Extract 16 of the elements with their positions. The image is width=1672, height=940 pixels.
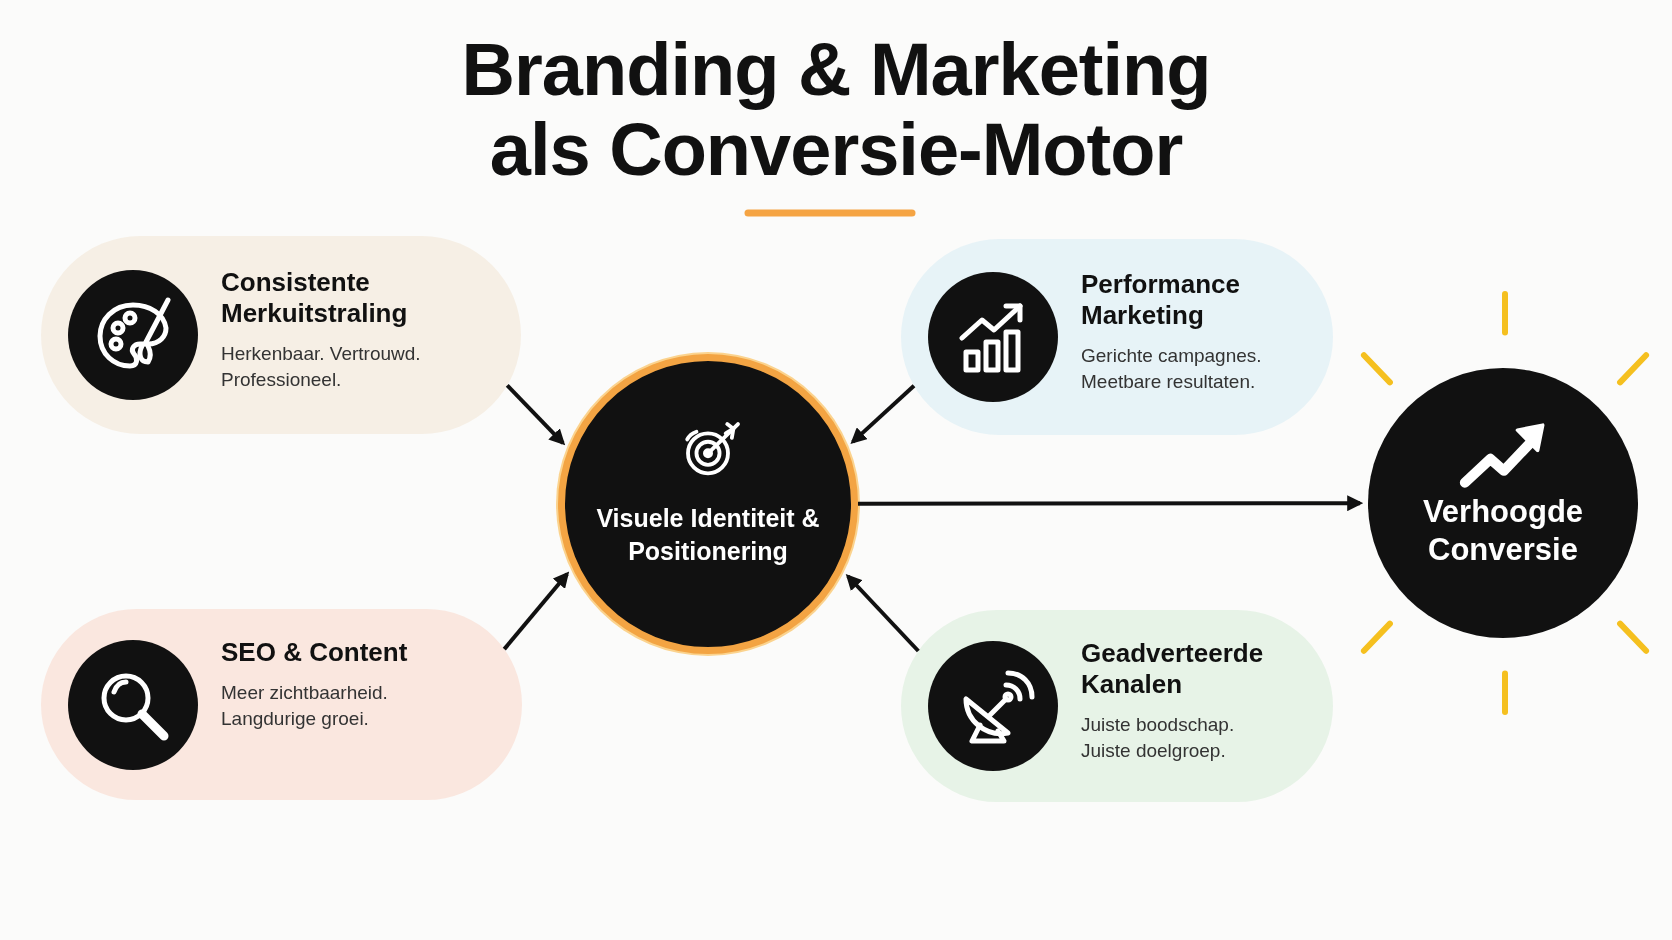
arrow <box>845 573 920 653</box>
arrow <box>502 571 570 651</box>
arrow <box>505 383 566 446</box>
title: Branding & Marketing als Conversie-Motor <box>460 30 1212 190</box>
arrow <box>858 495 1364 512</box>
card-heading: SEO & Content <box>221 636 409 668</box>
card-heading: Geadverteerde Kanalen <box>1081 638 1265 700</box>
circle-label: Visuele Identiteit & Positionering <box>595 503 821 567</box>
card-description: Meer zichtbaarheid. Langdurige groei. <box>221 680 389 731</box>
arrow <box>850 384 916 445</box>
card-heading: Performance Marketing <box>1081 269 1241 331</box>
card-description: Gerichte campagnes. Meetbare resultaten. <box>1081 344 1263 394</box>
card-description: Juiste boodschap. Juiste doelgroep. <box>1081 713 1236 763</box>
card-heading: Consistente Merkuitstraling <box>221 267 409 329</box>
circle-label: Verhoogde Conversie <box>1421 493 1585 569</box>
card-description: Herkenbaar. Vertrouwd. Professioneel. <box>221 342 422 392</box>
